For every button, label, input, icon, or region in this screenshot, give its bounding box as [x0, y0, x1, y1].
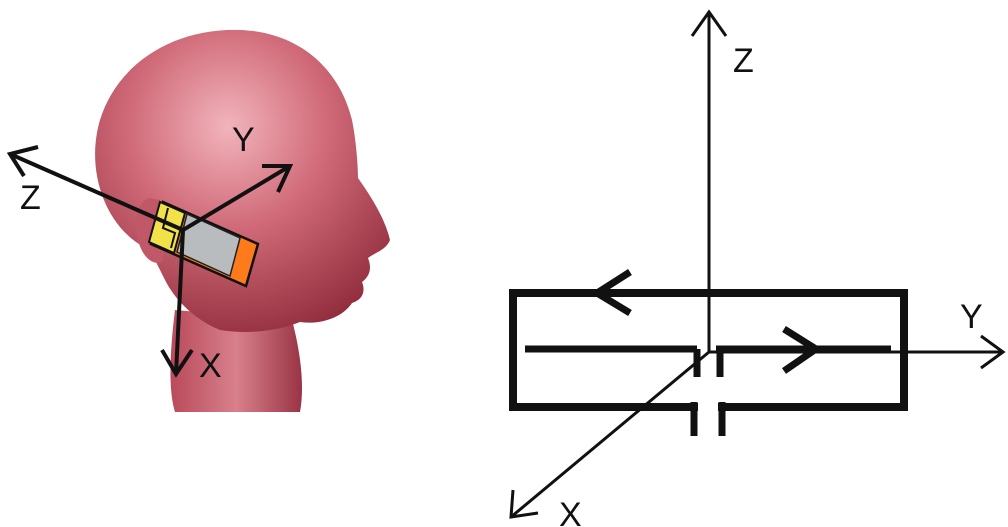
head-z-label: Z — [20, 179, 41, 217]
antenna-bottom-gap — [698, 402, 718, 412]
head-figure — [95, 29, 390, 412]
head-y-label: Y — [232, 121, 255, 159]
head-axes: Z Y X — [6, 121, 294, 385]
antenna-y-arrowhead — [980, 334, 1006, 370]
antenna-x-axis — [510, 350, 710, 519]
head-x-label: X — [199, 347, 222, 385]
antenna-z-arrowhead — [690, 9, 728, 37]
head-shape — [95, 29, 390, 333]
antenna-inner-current-arrow — [782, 326, 823, 374]
antenna-x-label: X — [559, 496, 582, 527]
head-z-arrowhead — [6, 145, 39, 178]
antenna-top-current-arrow — [590, 269, 632, 316]
head-x-arrowhead — [160, 348, 194, 378]
antenna-figure: Z Y X — [509, 9, 1006, 527]
antenna-z-label: Z — [733, 42, 754, 80]
head-y-axis — [181, 164, 292, 232]
head-y-arrowhead — [262, 164, 294, 193]
phone-antenna-trace — [161, 207, 177, 249]
head-neck — [170, 310, 303, 412]
phone-battery — [147, 200, 187, 255]
head-x-axis — [174, 229, 185, 375]
phone-screen — [176, 212, 241, 278]
head-z-axis — [9, 152, 184, 232]
antenna-y-label: Y — [960, 298, 983, 336]
antenna-x-arrowhead — [509, 489, 539, 519]
